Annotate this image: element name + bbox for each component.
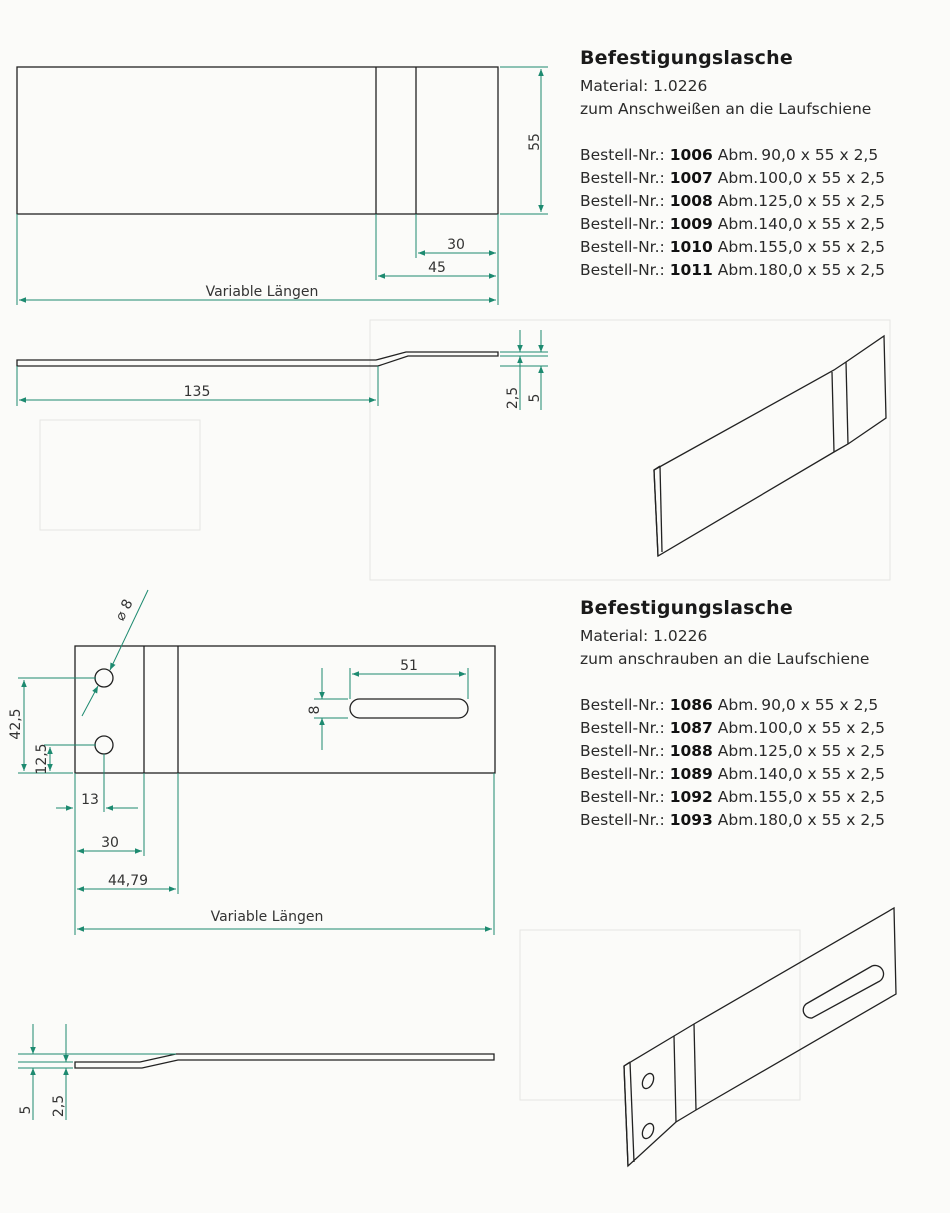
order-row: Bestell-Nr.: 1011 Abm.180,0 x 55 x 2,5	[580, 261, 886, 280]
drawing-1-top-view: 55 30 45 Variable Längen	[16, 66, 548, 305]
order-row: Bestell-Nr.: 1007 Abm.100,0 x 55 x 2,5	[580, 169, 886, 188]
dim-13: 13	[81, 792, 99, 808]
spec-block-screw: Befestigungslasche Material: 1.0226 zum …	[580, 597, 940, 833]
dim-2-5-b: 2,5	[51, 1095, 67, 1117]
dim-42-5: 42,5	[8, 708, 24, 739]
dim-45: 45	[428, 260, 446, 276]
order-row: Bestell-Nr.: 1009 Abm.140,0 x 55 x 2,5	[580, 215, 886, 234]
background-ghost-lines	[39, 319, 891, 1101]
section-title: Befestigungslasche	[580, 47, 793, 69]
order-row: Bestell-Nr.: 1092 Abm.155,0 x 55 x 2,5	[580, 788, 886, 807]
dim-51: 51	[400, 658, 418, 674]
dim-8: 8	[307, 706, 323, 715]
dim-30: 30	[447, 237, 465, 253]
order-list: Bestell-Nr.: 1086 Abm.90,0 x 55 x 2,5 Be…	[580, 694, 940, 833]
order-row: Bestell-Nr.: 1093 Abm.180,0 x 55 x 2,5	[580, 811, 886, 830]
spec-block-weld: Befestigungslasche Material: 1.0226 zum …	[580, 47, 940, 283]
dim-30-b: 30	[101, 835, 119, 851]
section-title: Befestigungslasche	[580, 597, 793, 619]
order-row: Bestell-Nr.: 1010 Abm.155,0 x 55 x 2,5	[580, 238, 886, 257]
dim-44-79: 44,79	[108, 873, 148, 889]
order-list: Bestell-Nr.: 1006 Abm.90,0 x 55 x 2,5 Be…	[580, 144, 940, 283]
order-row: Bestell-Nr.: 1088 Abm.125,0 x 55 x 2,5	[580, 742, 886, 761]
isometric-view-2	[623, 906, 897, 1168]
drawing-2-top-view: ⌀ 8 51 8 42,5 12,5 13 30 44,79	[8, 589, 496, 935]
order-row: Bestell-Nr.: 1087 Abm.100,0 x 55 x 2,5	[580, 719, 886, 738]
dim-diameter-8: ⌀ 8	[112, 597, 136, 624]
dim-55: 55	[527, 133, 543, 151]
order-row: Bestell-Nr.: 1008 Abm.125,0 x 55 x 2,5	[580, 192, 886, 211]
purpose: zum Anschweißen an die Laufschiene	[580, 100, 872, 118]
dim-5: 5	[527, 394, 543, 403]
dim-variable-lengths: Variable Längen	[206, 284, 319, 300]
material: Material: 1.0226	[580, 627, 708, 645]
material: Material: 1.0226	[580, 77, 708, 95]
order-row: Bestell-Nr.: 1006 Abm.90,0 x 55 x 2,5	[580, 146, 879, 164]
order-row: Bestell-Nr.: 1089 Abm.140,0 x 55 x 2,5	[580, 765, 886, 784]
drawing-2-side-view: 5 2,5	[18, 1024, 495, 1120]
dim-12-5: 12,5	[34, 743, 50, 774]
order-row: Bestell-Nr.: 1086 Abm.90,0 x 55 x 2,5	[580, 696, 879, 714]
dim-5-b: 5	[18, 1106, 34, 1115]
dim-variable-lengths-b: Variable Längen	[211, 909, 324, 925]
drawing-1-side-view: 135 2,5 5	[16, 330, 548, 410]
dim-135: 135	[184, 384, 211, 400]
purpose: zum anschrauben an die Laufschiene	[580, 650, 870, 668]
isometric-view-1	[653, 334, 887, 558]
dim-2-5: 2,5	[505, 387, 521, 409]
